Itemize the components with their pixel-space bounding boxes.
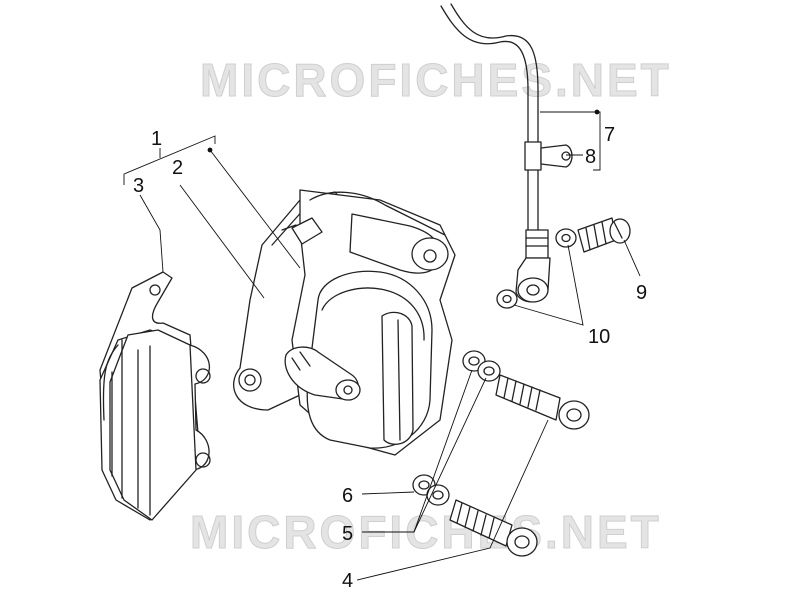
callout-10: 10	[588, 326, 610, 348]
watermark-bottom: MICROFICHES.NET	[190, 506, 662, 558]
leader-lines	[123, 109, 641, 581]
banjo-bolt-assembly	[496, 217, 631, 309]
callout-labels: 1 2 3 4 5 6 7 8 9 10	[133, 124, 647, 592]
brake-caliper	[232, 189, 456, 456]
brake-hose	[440, 3, 573, 303]
callout-9: 9	[636, 282, 647, 304]
callout-8: 8	[585, 146, 596, 168]
callout-7: 7	[604, 124, 615, 146]
callout-5: 5	[342, 523, 353, 545]
brake-pads	[99, 271, 211, 521]
callout-2: 2	[172, 157, 183, 179]
callout-4: 4	[342, 570, 353, 592]
callout-1: 1	[151, 128, 162, 150]
callout-6: 6	[342, 485, 353, 507]
watermark-top: MICROFICHES.NET	[200, 54, 672, 106]
callout-3: 3	[133, 175, 144, 197]
